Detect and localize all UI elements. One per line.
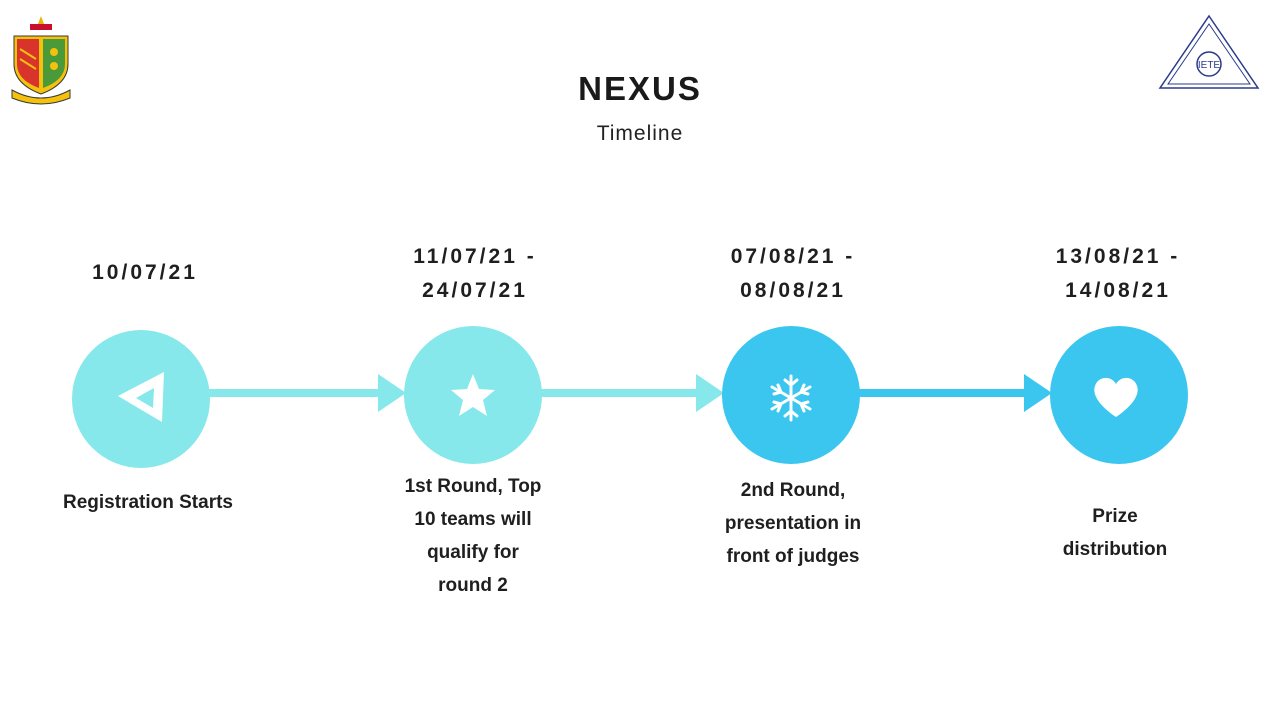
- star-icon: [451, 374, 495, 416]
- iete-logo-icon: IETE: [1158, 14, 1260, 89]
- heart-icon: [1094, 377, 1138, 417]
- snowflake-icon: [770, 374, 812, 422]
- page-title: NEXUS: [578, 70, 702, 107]
- connector-arrow-2: [540, 374, 724, 412]
- milestone-2-circle: [404, 326, 542, 464]
- connector-arrow-1: [208, 374, 406, 412]
- connector-arrow-3: [858, 374, 1052, 412]
- milestone-2-date: 11/07/21 - 24/07/21: [413, 245, 537, 302]
- milestone-3-description: 2nd Round, presentation in front of judg…: [723, 474, 863, 573]
- milestone-3-circle: [722, 326, 860, 464]
- milestone-1-description: Registration Starts: [48, 486, 248, 519]
- milestone-1-circle: [72, 330, 210, 468]
- send-arrow-icon: [118, 372, 164, 422]
- milestone-4-date: 13/08/21 - 14/08/21: [1055, 245, 1181, 302]
- iete-logo: IETE: [1158, 14, 1260, 92]
- page-subtitle: Timeline: [596, 122, 684, 145]
- college-crest-logo: [8, 14, 74, 106]
- milestone-3-description-text: 2nd Round, presentation in front of judg…: [724, 480, 862, 567]
- milestone-2-description: 1st Round, Top 10 teams will qualify for…: [398, 470, 548, 602]
- milestone-3-date: 07/08/21 - 08/08/21: [730, 245, 856, 302]
- iete-logo-text: IETE: [1198, 60, 1221, 71]
- milestone-2-description-text: 1st Round, Top 10 teams will qualify for…: [404, 476, 542, 596]
- milestone-4-description-text: Prize distribution: [1062, 506, 1168, 560]
- milestone-4-circle: [1050, 326, 1188, 464]
- college-crest-icon: [11, 16, 71, 105]
- milestone-1-description-text: Registration Starts: [63, 492, 233, 513]
- milestone-4-description: Prize distribution: [1040, 500, 1190, 566]
- milestone-1-date: 10/07/21: [92, 261, 198, 284]
